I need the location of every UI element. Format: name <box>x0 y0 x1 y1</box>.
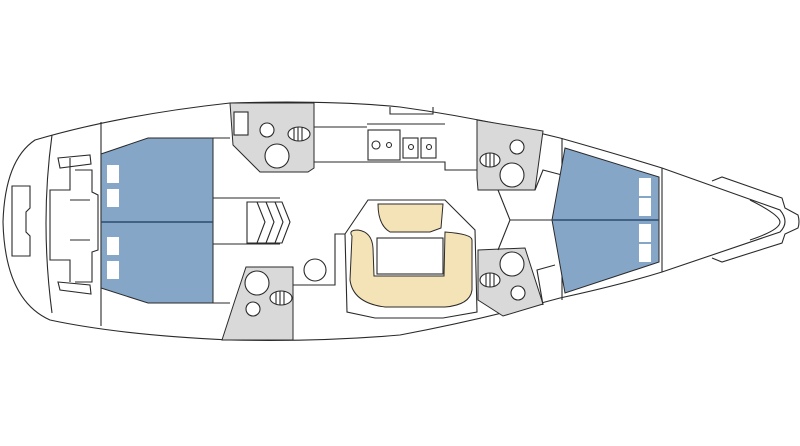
stool <box>303 258 327 282</box>
nav-station <box>293 233 345 286</box>
burner-icon <box>371 140 381 150</box>
pillow <box>107 189 119 207</box>
toilet-grill <box>275 291 285 305</box>
pillow <box>107 165 119 183</box>
drain-icon <box>425 143 433 151</box>
saloon-table <box>376 237 444 275</box>
drain-icon <box>407 143 415 151</box>
shower-drain-icon <box>244 270 270 296</box>
cabin-partitions <box>213 137 280 304</box>
pillow <box>639 244 651 262</box>
sink-icon <box>259 122 275 138</box>
companionway-steps <box>246 201 291 244</box>
pillow <box>639 178 651 196</box>
pillow <box>107 261 119 279</box>
saloon-settee <box>349 203 473 308</box>
shower-drain-icon <box>499 251 525 277</box>
forward-head-port <box>477 247 544 317</box>
shower-tray <box>233 111 249 136</box>
pillow <box>639 198 651 216</box>
toilet-grill <box>485 273 495 287</box>
toilet-icon <box>287 126 311 142</box>
cockpit-table <box>49 154 99 295</box>
sink-icon <box>509 139 525 155</box>
galley-counter <box>314 107 477 171</box>
bowsprit <box>711 176 800 263</box>
sink-icon <box>245 301 261 317</box>
forward-passage <box>497 138 563 306</box>
aft-head-starboard <box>229 102 315 173</box>
toilet-grill <box>293 127 303 141</box>
toilet-grill <box>485 153 495 167</box>
sink-icon <box>510 285 526 301</box>
shower-drain-icon <box>499 162 525 188</box>
stern-bench <box>11 185 31 257</box>
saloon-outline <box>344 199 478 319</box>
pillow <box>639 224 651 242</box>
stern-transom-line <box>45 134 53 314</box>
forward-head-starboard <box>476 119 544 191</box>
pillow <box>107 237 119 255</box>
burner-icon <box>385 141 393 149</box>
toilet-icon <box>269 290 293 306</box>
shower-drain-icon <box>264 143 290 169</box>
